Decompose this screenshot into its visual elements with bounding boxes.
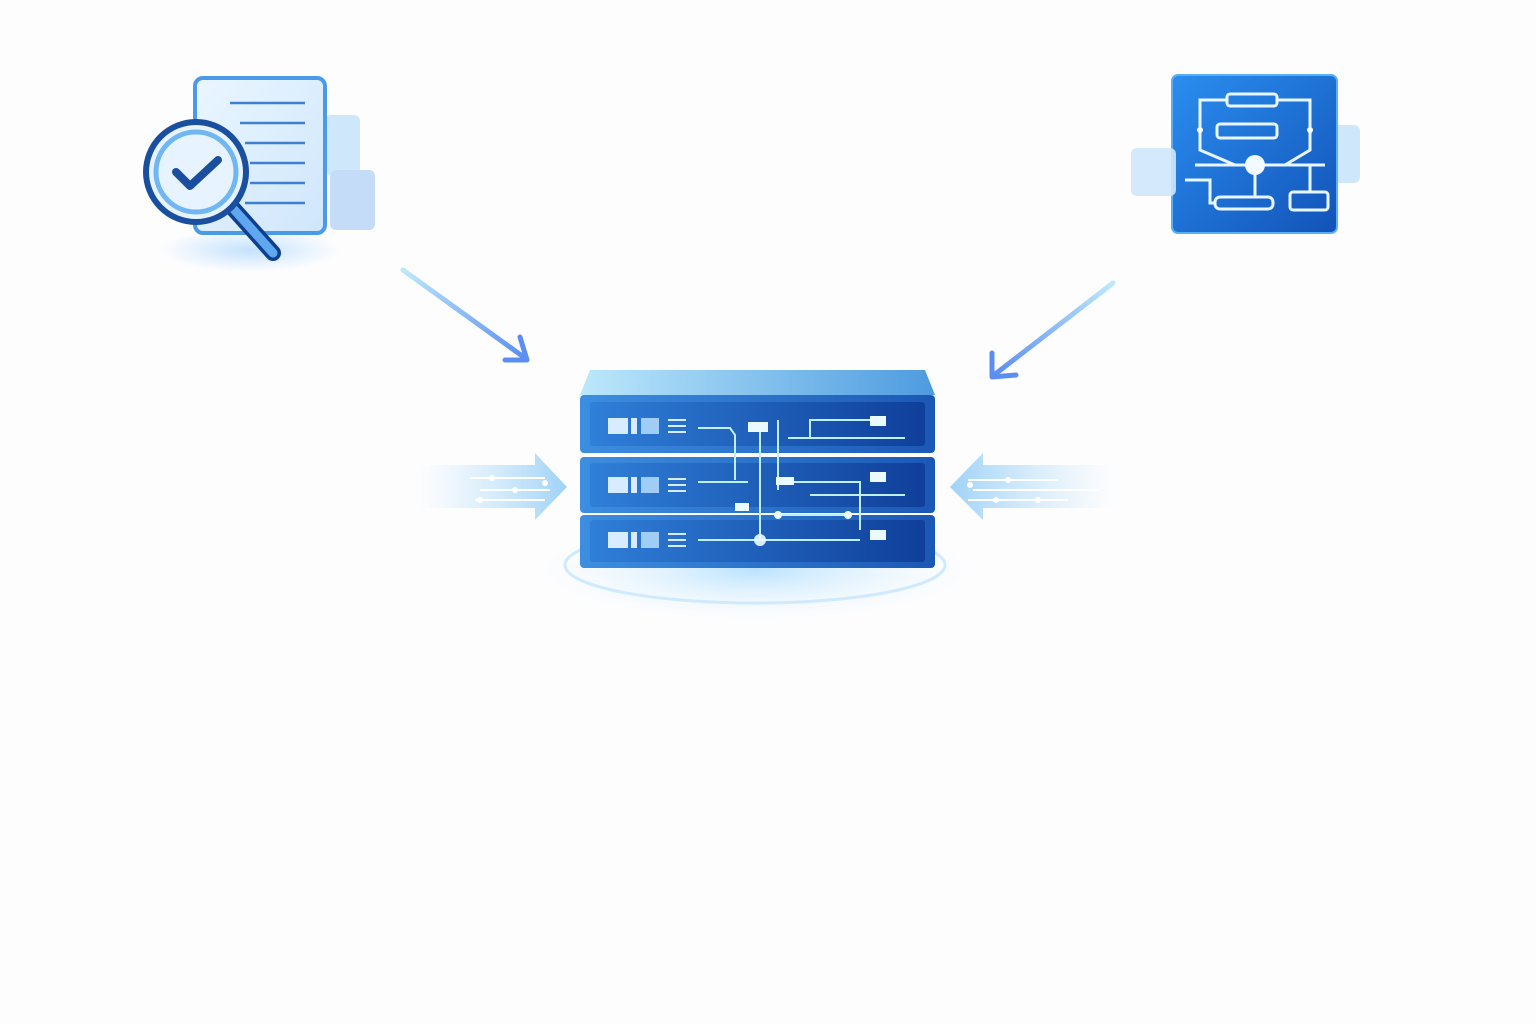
arrow-right-to-server-icon <box>980 275 1125 385</box>
server-stack-icon <box>520 360 980 630</box>
arrow-left-to-server-icon <box>395 262 540 372</box>
data-stream-arrow-left-icon <box>420 450 570 525</box>
workflow-diagram-icon <box>1125 70 1365 245</box>
document-search-check-icon <box>130 70 390 280</box>
data-stream-arrow-right-icon <box>948 450 1113 525</box>
